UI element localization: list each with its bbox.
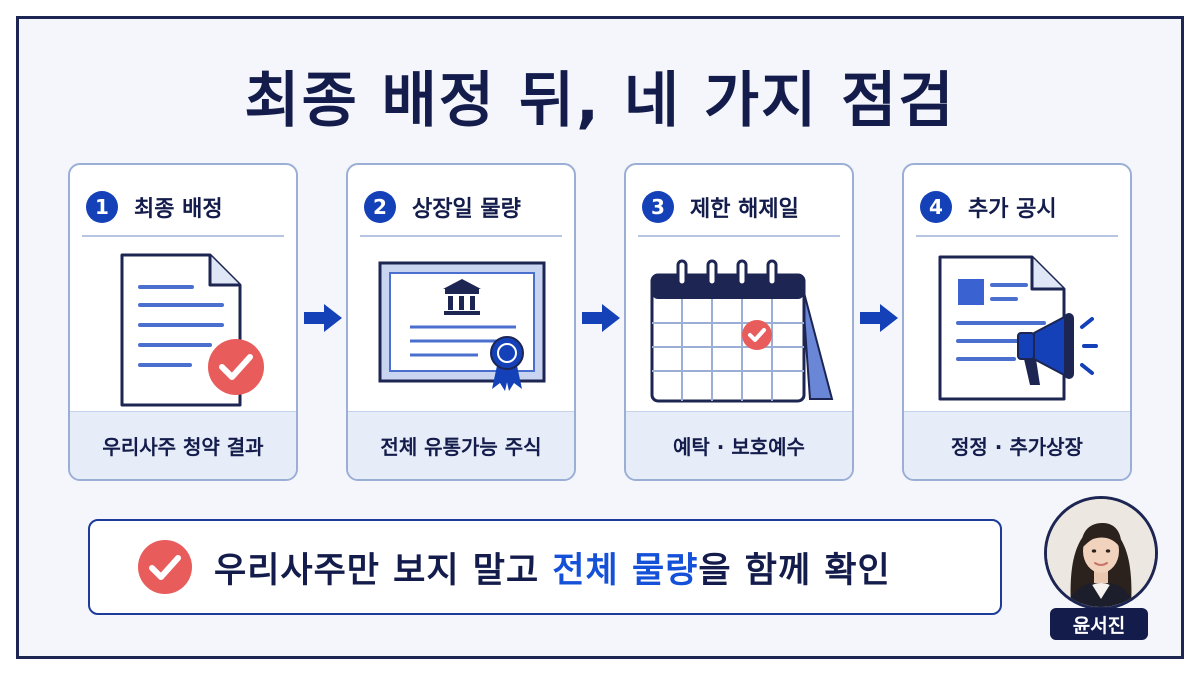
arrow-right-icon	[582, 304, 620, 332]
stock-certificate-icon	[348, 249, 574, 579]
key-message-banner: 우리사주만 보지 말고 전체 물량을 함께 확인	[88, 519, 1002, 615]
divider	[360, 235, 562, 237]
divider	[82, 235, 284, 237]
step-card-3: 3 제한 해제일 예	[624, 163, 854, 481]
step-header-2: 2 상장일 물량	[362, 187, 560, 227]
step-caption: 우리사주 청약 결과	[70, 411, 296, 479]
step-header-3: 3 제한 해제일	[640, 187, 838, 227]
document-check-icon	[70, 249, 296, 579]
step-header-1: 1 최종 배정	[84, 187, 282, 227]
avatar	[1044, 496, 1158, 610]
step-title: 상장일 물량	[412, 197, 521, 222]
step-number-badge: 3	[642, 191, 674, 223]
step-caption: 전체 유통가능 주식	[348, 411, 574, 479]
step-number-badge: 4	[920, 191, 952, 223]
step-caption: 정정 · 추가상장	[904, 411, 1130, 479]
presenter-portrait-icon	[1047, 499, 1155, 607]
arrow-right-icon	[860, 304, 898, 332]
step-card-1: 1 최종 배정 우리사주 청약 결과	[68, 163, 298, 481]
divider	[638, 235, 840, 237]
step-title: 최종 배정	[134, 197, 223, 222]
step-title: 추가 공시	[968, 197, 1057, 222]
key-message-text: 우리사주만 보지 말고 전체 물량을 함께 확인	[214, 542, 891, 593]
step-caption: 예탁 · 보호예수	[626, 411, 852, 479]
calendar-check-icon	[626, 249, 852, 579]
document-megaphone-icon	[904, 249, 1130, 579]
step-header-4: 4 추가 공시	[918, 187, 1116, 227]
page-title: 최종 배정 뒤, 네 가지 점검	[244, 66, 956, 136]
message-part: 우리사주만 보지 말고	[214, 550, 553, 591]
step-title: 제한 해제일	[690, 197, 799, 222]
presenter-name-badge: 윤서진	[1050, 608, 1148, 640]
step-card-2: 2 상장일 물량 전체 유통가능 주식	[346, 163, 576, 481]
message-highlight: 전체 물량	[552, 550, 699, 591]
step-card-4: 4 추가 공시 정정 · 추가상장	[902, 163, 1132, 481]
message-part: 을 함께 확인	[698, 550, 891, 591]
step-number-badge: 2	[364, 191, 396, 223]
arrow-right-icon	[304, 304, 342, 332]
divider	[916, 235, 1118, 237]
step-number-badge: 1	[86, 191, 118, 223]
check-circle-icon	[138, 540, 192, 594]
